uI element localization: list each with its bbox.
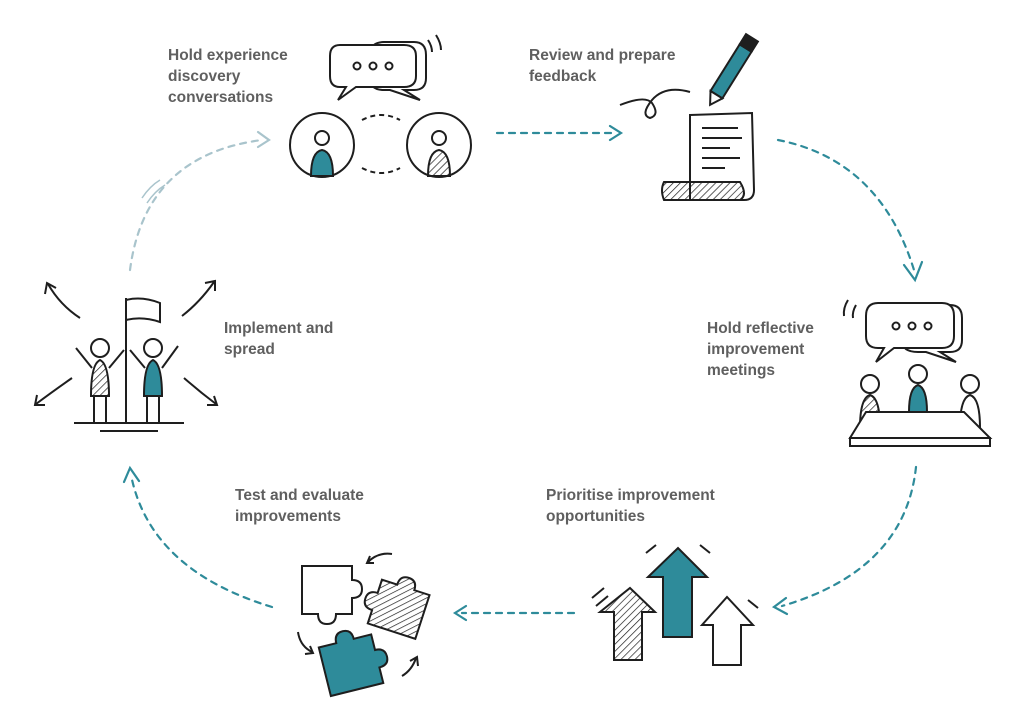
- conversation-icon: [289, 34, 472, 178]
- pen-document-icon: [619, 32, 760, 201]
- step-label-review-feedback: Review and prepare feedback: [529, 47, 676, 85]
- step-label-implement-spread: Implement and spread: [224, 320, 334, 358]
- step-label-test-evaluate: Test and evaluate improvements: [235, 487, 364, 525]
- arrow-1-to-2-head: [608, 124, 624, 142]
- step-label-prioritise-opportunities: Prioritise improvement opportunities: [546, 487, 715, 525]
- arrow-2-to-3-head: [902, 260, 924, 283]
- arrow-2-to-3: [776, 138, 916, 272]
- step-label-reflective-meetings: Hold reflective improvement meetings: [707, 320, 814, 379]
- puzzle-icon: [297, 552, 431, 698]
- flag-people-icon: [33, 279, 219, 432]
- arrow-5-to-6-head: [122, 465, 141, 484]
- arrow-3-to-4-head: [771, 596, 789, 616]
- arrow-4-to-5-head: [452, 604, 468, 622]
- connector-arrows: [122, 124, 924, 622]
- motion-marks: [141, 179, 166, 204]
- arrows-up-icon: [591, 544, 759, 666]
- meeting-icon: [842, 299, 993, 447]
- arrow-5-to-6: [129, 473, 274, 609]
- arrow-3-to-4: [780, 465, 918, 608]
- arrow-6-to-1-head: [256, 130, 271, 149]
- step-label-discovery-conversations: Hold experience discovery conversations: [168, 47, 288, 106]
- arrow-6-to-1: [128, 138, 264, 272]
